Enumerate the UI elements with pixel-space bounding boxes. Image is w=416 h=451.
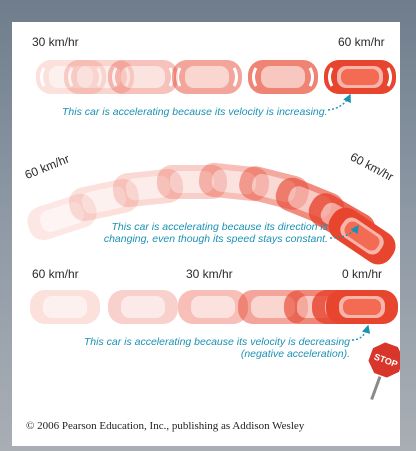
row3-caption-line1: This car is accelerating because its vel… — [52, 336, 350, 348]
row3-end-speed: 0 km/hr — [342, 267, 382, 281]
car-3-2 — [108, 290, 178, 324]
car-3-7 — [326, 290, 398, 324]
car-1-4 — [172, 60, 242, 94]
row2-caption-line2: changing, even though its speed stays co… — [72, 233, 328, 245]
row1-end-speed: 60 km/hr — [338, 35, 385, 49]
stop-sign-icon: STOP — [356, 338, 400, 405]
row3-cars — [30, 290, 398, 324]
diagram-panel: STOP 30 km/hr 60 km/hr This car is accel… — [12, 22, 400, 446]
arrow-row3 — [352, 326, 368, 340]
row3-start-speed: 60 km/hr — [32, 267, 79, 281]
car-1-6 — [324, 60, 396, 94]
car-3-1 — [30, 290, 100, 324]
copyright-credit: © 2006 Pearson Education, Inc., publishi… — [26, 420, 304, 432]
car-1-5 — [248, 60, 318, 94]
row3-caption-line2: (negative acceleration). — [52, 348, 350, 360]
row1-cars — [36, 60, 396, 94]
car-3-3 — [178, 290, 248, 324]
row2-caption-line1: This car is accelerating because its dir… — [72, 221, 328, 233]
row1-caption: This car is accelerating because its vel… — [62, 106, 326, 118]
row1-start-speed: 30 km/hr — [32, 35, 79, 49]
car-1-3 — [108, 60, 178, 94]
arrow-row1 — [328, 95, 350, 110]
row2-cars — [23, 161, 400, 270]
row3-mid-speed: 30 km/hr — [186, 267, 233, 281]
